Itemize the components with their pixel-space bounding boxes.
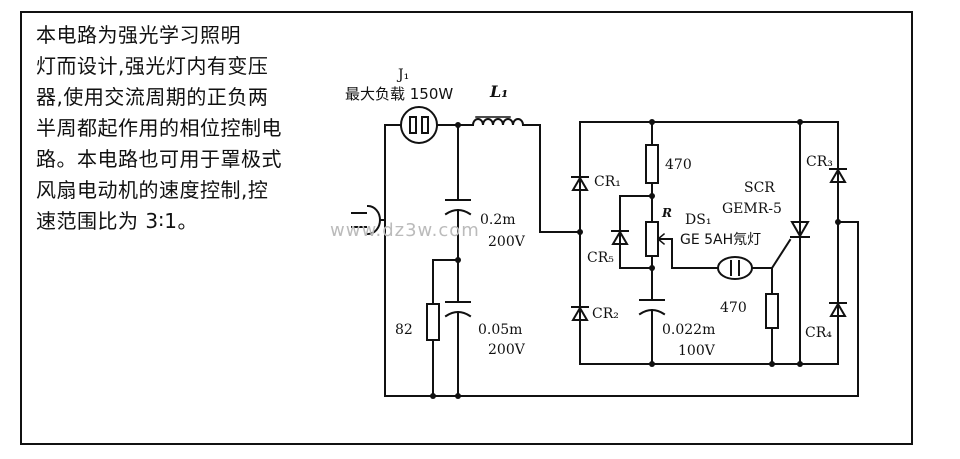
label-max-load: 最大负载 150W [345, 85, 454, 103]
resistor-470-top-icon [645, 144, 659, 184]
resistor-82-icon [426, 303, 440, 341]
description-line: 风扇电动机的速度控制,控 [36, 178, 269, 202]
scr-icon [790, 221, 810, 239]
potentiometer-r-icon [645, 221, 659, 257]
inductor-l1-icon [471, 118, 525, 127]
label-cr1: CR₁ [594, 174, 621, 190]
label-j1: J₁ [398, 67, 410, 83]
label-c3-voltage: 100V [678, 343, 715, 359]
description-line: 半周都起作用的相位控制电 [36, 116, 282, 140]
pot-wiper-arrow [656, 232, 666, 246]
wire-left-rail [384, 124, 859, 397]
junction-dots [430, 119, 841, 399]
description-line: 速范围比为 3∶1。 [36, 209, 199, 233]
diode-cr1-icon [571, 176, 589, 191]
label-c1-value: 0.2m [480, 212, 516, 228]
label-l1: L₁ [490, 82, 509, 101]
label-scr-part: GEMR-5 [722, 201, 782, 217]
label-r470-top: 470 [665, 157, 692, 173]
neon-lamp-ds1-icon [717, 256, 753, 280]
diode-cr3-icon [829, 168, 847, 183]
label-neon: GE 5AH氖灯 [680, 232, 762, 248]
resistor-470-bottom-icon [765, 293, 779, 329]
label-c2-voltage: 200V [488, 342, 525, 358]
wire-inductor-to-bridge [522, 124, 581, 233]
label-c1-voltage: 200V [488, 234, 525, 250]
circuit-description: 本电路为强光学习照明 灯而设计,强光灯内有变压 器,使用交流周期的正负两 半周都… [36, 20, 306, 237]
description-line: 本电路为强光学习照明 [36, 23, 241, 47]
label-cr2: CR₂ [592, 306, 619, 322]
description-line: 路。本电路也可用于罩极式 [36, 147, 282, 171]
diode-cr4-icon [829, 302, 847, 317]
wire-82-branch [432, 259, 459, 303]
diode-cr2-icon [571, 306, 589, 321]
label-c2-value: 0.05m [478, 322, 523, 338]
label-r82: 82 [395, 322, 413, 338]
label-ds1: DS₁ [685, 212, 712, 228]
figure-border [20, 11, 913, 445]
label-cr4: CR₄ [805, 325, 832, 341]
description-line: 器,使用交流周期的正负两 [36, 85, 269, 109]
label-cr3: CR₃ [806, 154, 833, 170]
outlet-j1-icon [400, 106, 438, 144]
description-line: 灯而设计,强光灯内有变压 [36, 54, 269, 78]
label-r470-bottom: 470 [720, 300, 747, 316]
label-c3-value: 0.022m [662, 322, 716, 338]
watermark: www.dz3w.com [330, 220, 480, 241]
label-pot-r: R [662, 206, 672, 220]
label-cr5: CR₅ [587, 250, 614, 266]
label-scr: SCR [744, 180, 775, 196]
wire-right-pair [799, 121, 839, 365]
diode-cr5-icon [611, 230, 629, 245]
